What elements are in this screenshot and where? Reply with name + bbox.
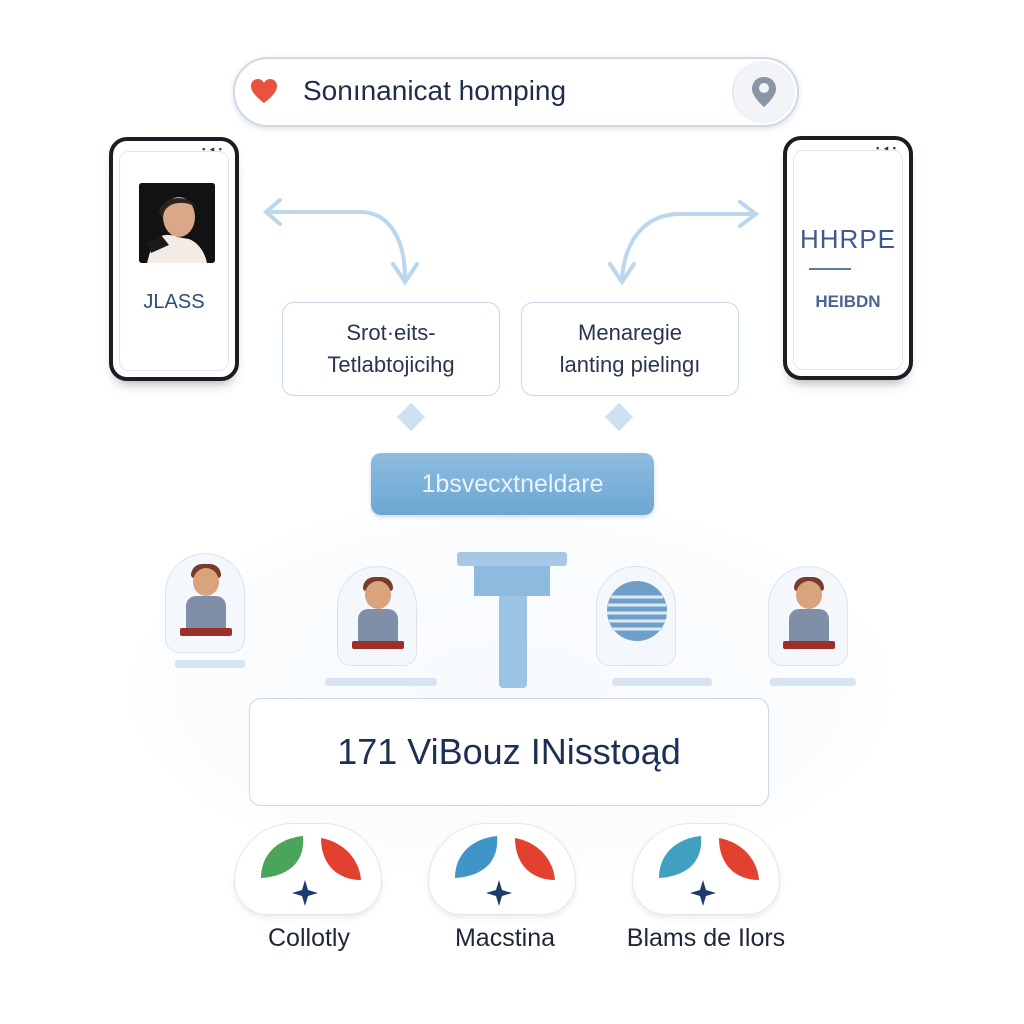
box-line-2: lanting pielingı [559,352,701,377]
divider [809,268,851,270]
phone-screen [119,151,229,371]
box-line-2: Tetlabtojicihg [327,352,455,377]
search-bar[interactable]: Sonınanicat homping [233,57,799,127]
leaf-star-icon [455,836,555,906]
box-line-1: Menaregie [578,320,682,345]
arrow-right-curve [620,212,757,280]
badge-1 [234,823,382,915]
ground-shadow [325,678,437,686]
connector-arrows [262,198,760,286]
right-process-box: Menaregie lanting pielingı [521,302,739,396]
phone-title: HHRPE [799,224,896,254]
connector-diamond-left [396,402,426,432]
left-process-box: Srot·eits- Tetlabtojicihg [282,302,500,396]
badge-caption-3: Blams de Ilors [626,924,786,952]
arrow-left-curve [266,210,407,280]
badge-2 [428,823,576,915]
pedestal-body [474,566,550,596]
leaf-star-icon [659,836,759,906]
pedestal-top [457,552,567,566]
heart-icon [249,76,279,106]
connector-diamond-right [604,402,634,432]
hub-button[interactable]: 1bsvecxtneldare [371,453,654,515]
leaf-star-icon [261,836,361,906]
phone-screen [793,150,903,370]
user-avatar-1 [165,553,245,653]
location-button[interactable] [732,61,795,123]
location-pin-icon [752,77,776,107]
ground-shadow [612,678,712,686]
ground-shadow [175,660,245,668]
result-box: 171 ViBouz INisstoąd [249,698,769,806]
phone-subtitle: HEIBDN [815,292,881,311]
right-phone: ▪ ◂ ▪ HHRPE HEIBDN [783,136,913,380]
badge-3 [632,823,780,915]
user-avatar-2 [337,566,417,666]
badge-caption-1: Collotly [268,924,350,952]
badge-caption-2: Macstina [454,924,556,952]
phone-label: JLASS [143,291,205,313]
box-line-1: Srot·eits- [346,320,436,345]
ground-shadow [770,678,856,686]
pedestal-stem [499,596,527,688]
left-phone: ▪ ◂ ▪ JLASS [109,137,239,381]
user-avatar-3 [768,566,848,666]
search-text[interactable]: Sonınanicat homping [303,75,567,106]
profile-photo [139,183,215,263]
status-bar-icons: ▪ ◂ ▪ [876,143,897,153]
status-bar-icons: ▪ ◂ ▪ [202,144,223,154]
server-icon [596,566,676,666]
